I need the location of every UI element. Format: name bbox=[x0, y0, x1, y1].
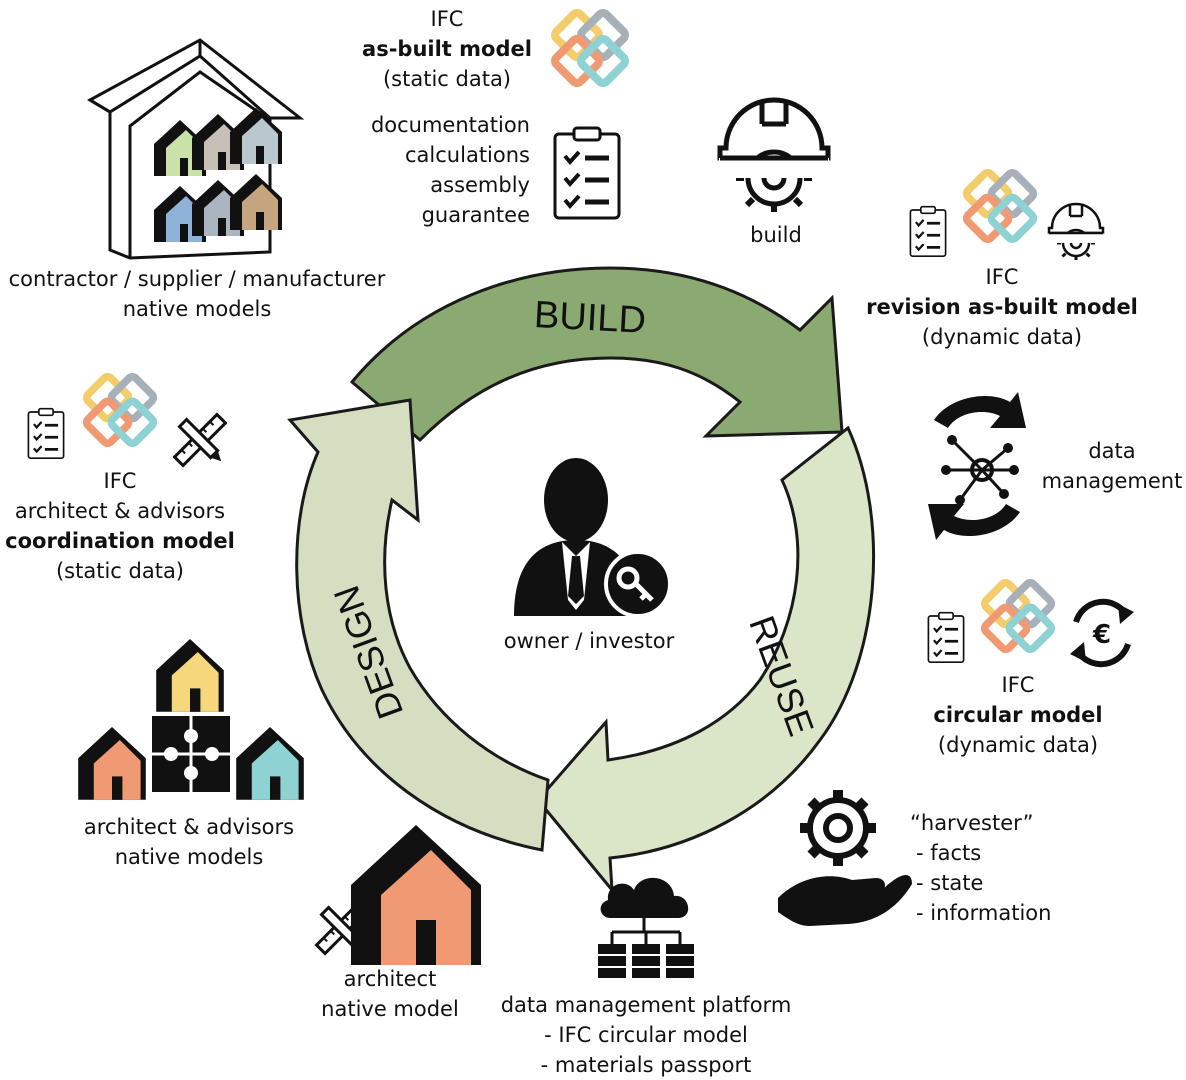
puzzle-icon bbox=[152, 716, 230, 792]
euro-cycle-icon: € bbox=[1070, 598, 1134, 668]
person-key-icon bbox=[514, 458, 672, 618]
revision-label: IFC revision as-built model (dynamic dat… bbox=[866, 262, 1138, 352]
docs-item: calculations bbox=[405, 143, 530, 167]
contractor-label: contractor / supplier / manufacturer nat… bbox=[0, 264, 394, 324]
advisors-native-line: native models bbox=[114, 845, 264, 869]
clipboard-checklist-icon bbox=[27, 407, 65, 460]
gear-icon bbox=[800, 790, 876, 866]
docs-item: assembly bbox=[430, 173, 530, 197]
architect-native-label: architect native model bbox=[310, 964, 470, 1024]
as-built-sub: (static data) bbox=[382, 67, 512, 91]
coordination-sub: (static data) bbox=[55, 559, 185, 583]
ifc-logo-icon bbox=[965, 171, 1035, 241]
coordination-ifc: IFC bbox=[103, 469, 137, 493]
ruler-pencil-icon bbox=[173, 413, 227, 467]
hard-hat-gear-icon bbox=[719, 100, 829, 212]
circular-title: circular model bbox=[933, 703, 1103, 727]
svg-text:€: € bbox=[1092, 620, 1111, 650]
docs-label: documentation calculations assembly guar… bbox=[340, 110, 530, 230]
circular-ifc: IFC bbox=[1001, 673, 1035, 697]
build-arrow-label: BUILD bbox=[533, 294, 647, 342]
cloud-server-icon bbox=[598, 877, 694, 978]
hand-icon bbox=[778, 874, 912, 926]
contractor-line: native models bbox=[122, 297, 272, 321]
harvester-label: “harvester” - facts - state - informatio… bbox=[910, 808, 1090, 928]
advisors-native-line: architect & advisors bbox=[83, 815, 295, 839]
design-arrow bbox=[287, 398, 550, 852]
architect-native-line: native model bbox=[321, 997, 459, 1021]
ifc-logo-icon bbox=[85, 375, 155, 445]
data-management-line: data bbox=[1088, 439, 1136, 463]
docs-item: guarantee bbox=[421, 203, 530, 227]
contractor-line: contractor / supplier / manufacturer bbox=[8, 267, 386, 291]
clipboard-checklist-icon bbox=[555, 128, 619, 218]
reuse-arrow bbox=[536, 425, 876, 895]
revision-ifc: IFC bbox=[985, 265, 1019, 289]
house-icon bbox=[236, 727, 304, 800]
advisors-native-label: architect & advisors native models bbox=[74, 812, 304, 872]
data-management-line: management bbox=[1041, 469, 1183, 493]
clipboard-checklist-icon bbox=[909, 205, 947, 258]
harvester-item: - facts bbox=[916, 841, 982, 865]
harvester-item: - information bbox=[916, 901, 1052, 925]
platform-item: - IFC circular model bbox=[544, 1023, 748, 1047]
data-cycle-icon bbox=[928, 392, 1026, 540]
architect-native-line: architect bbox=[343, 967, 437, 991]
ifc-logo-icon bbox=[553, 11, 627, 85]
as-built-ifc: IFC bbox=[430, 7, 464, 31]
house-icon bbox=[78, 727, 146, 800]
data-management-label: data management bbox=[1040, 436, 1184, 496]
harvester-item: - state bbox=[916, 871, 984, 895]
docs-item: documentation bbox=[370, 113, 530, 137]
as-built-title: as-built model bbox=[362, 37, 532, 61]
coordination-title: coordination model bbox=[5, 529, 235, 553]
build-arrow bbox=[349, 266, 844, 443]
platform-label: data management platform - IFC circular … bbox=[496, 990, 796, 1080]
platform-item: - materials passport bbox=[540, 1053, 752, 1077]
as-built-label: IFC as-built model (static data) bbox=[352, 4, 542, 94]
revision-sub: (dynamic data) bbox=[921, 325, 1083, 349]
revision-title: revision as-built model bbox=[866, 295, 1138, 319]
center-label: owner / investor bbox=[503, 629, 675, 653]
circular-label: IFC circular model (dynamic data) bbox=[918, 670, 1118, 760]
coordination-label: IFC architect & advisors coordination mo… bbox=[0, 466, 240, 586]
build-icon-label: build bbox=[750, 223, 802, 247]
platform-title: data management platform bbox=[500, 993, 792, 1017]
clipboard-checklist-icon bbox=[927, 611, 965, 664]
coordination-line: architect & advisors bbox=[14, 499, 226, 523]
house-icon bbox=[351, 825, 481, 965]
ifc-logo-icon bbox=[983, 581, 1053, 651]
house-icon bbox=[156, 639, 224, 712]
harvester-title: “harvester” bbox=[910, 811, 1034, 835]
circular-sub: (dynamic data) bbox=[937, 733, 1099, 757]
hard-hat-gear-icon bbox=[1047, 202, 1105, 262]
